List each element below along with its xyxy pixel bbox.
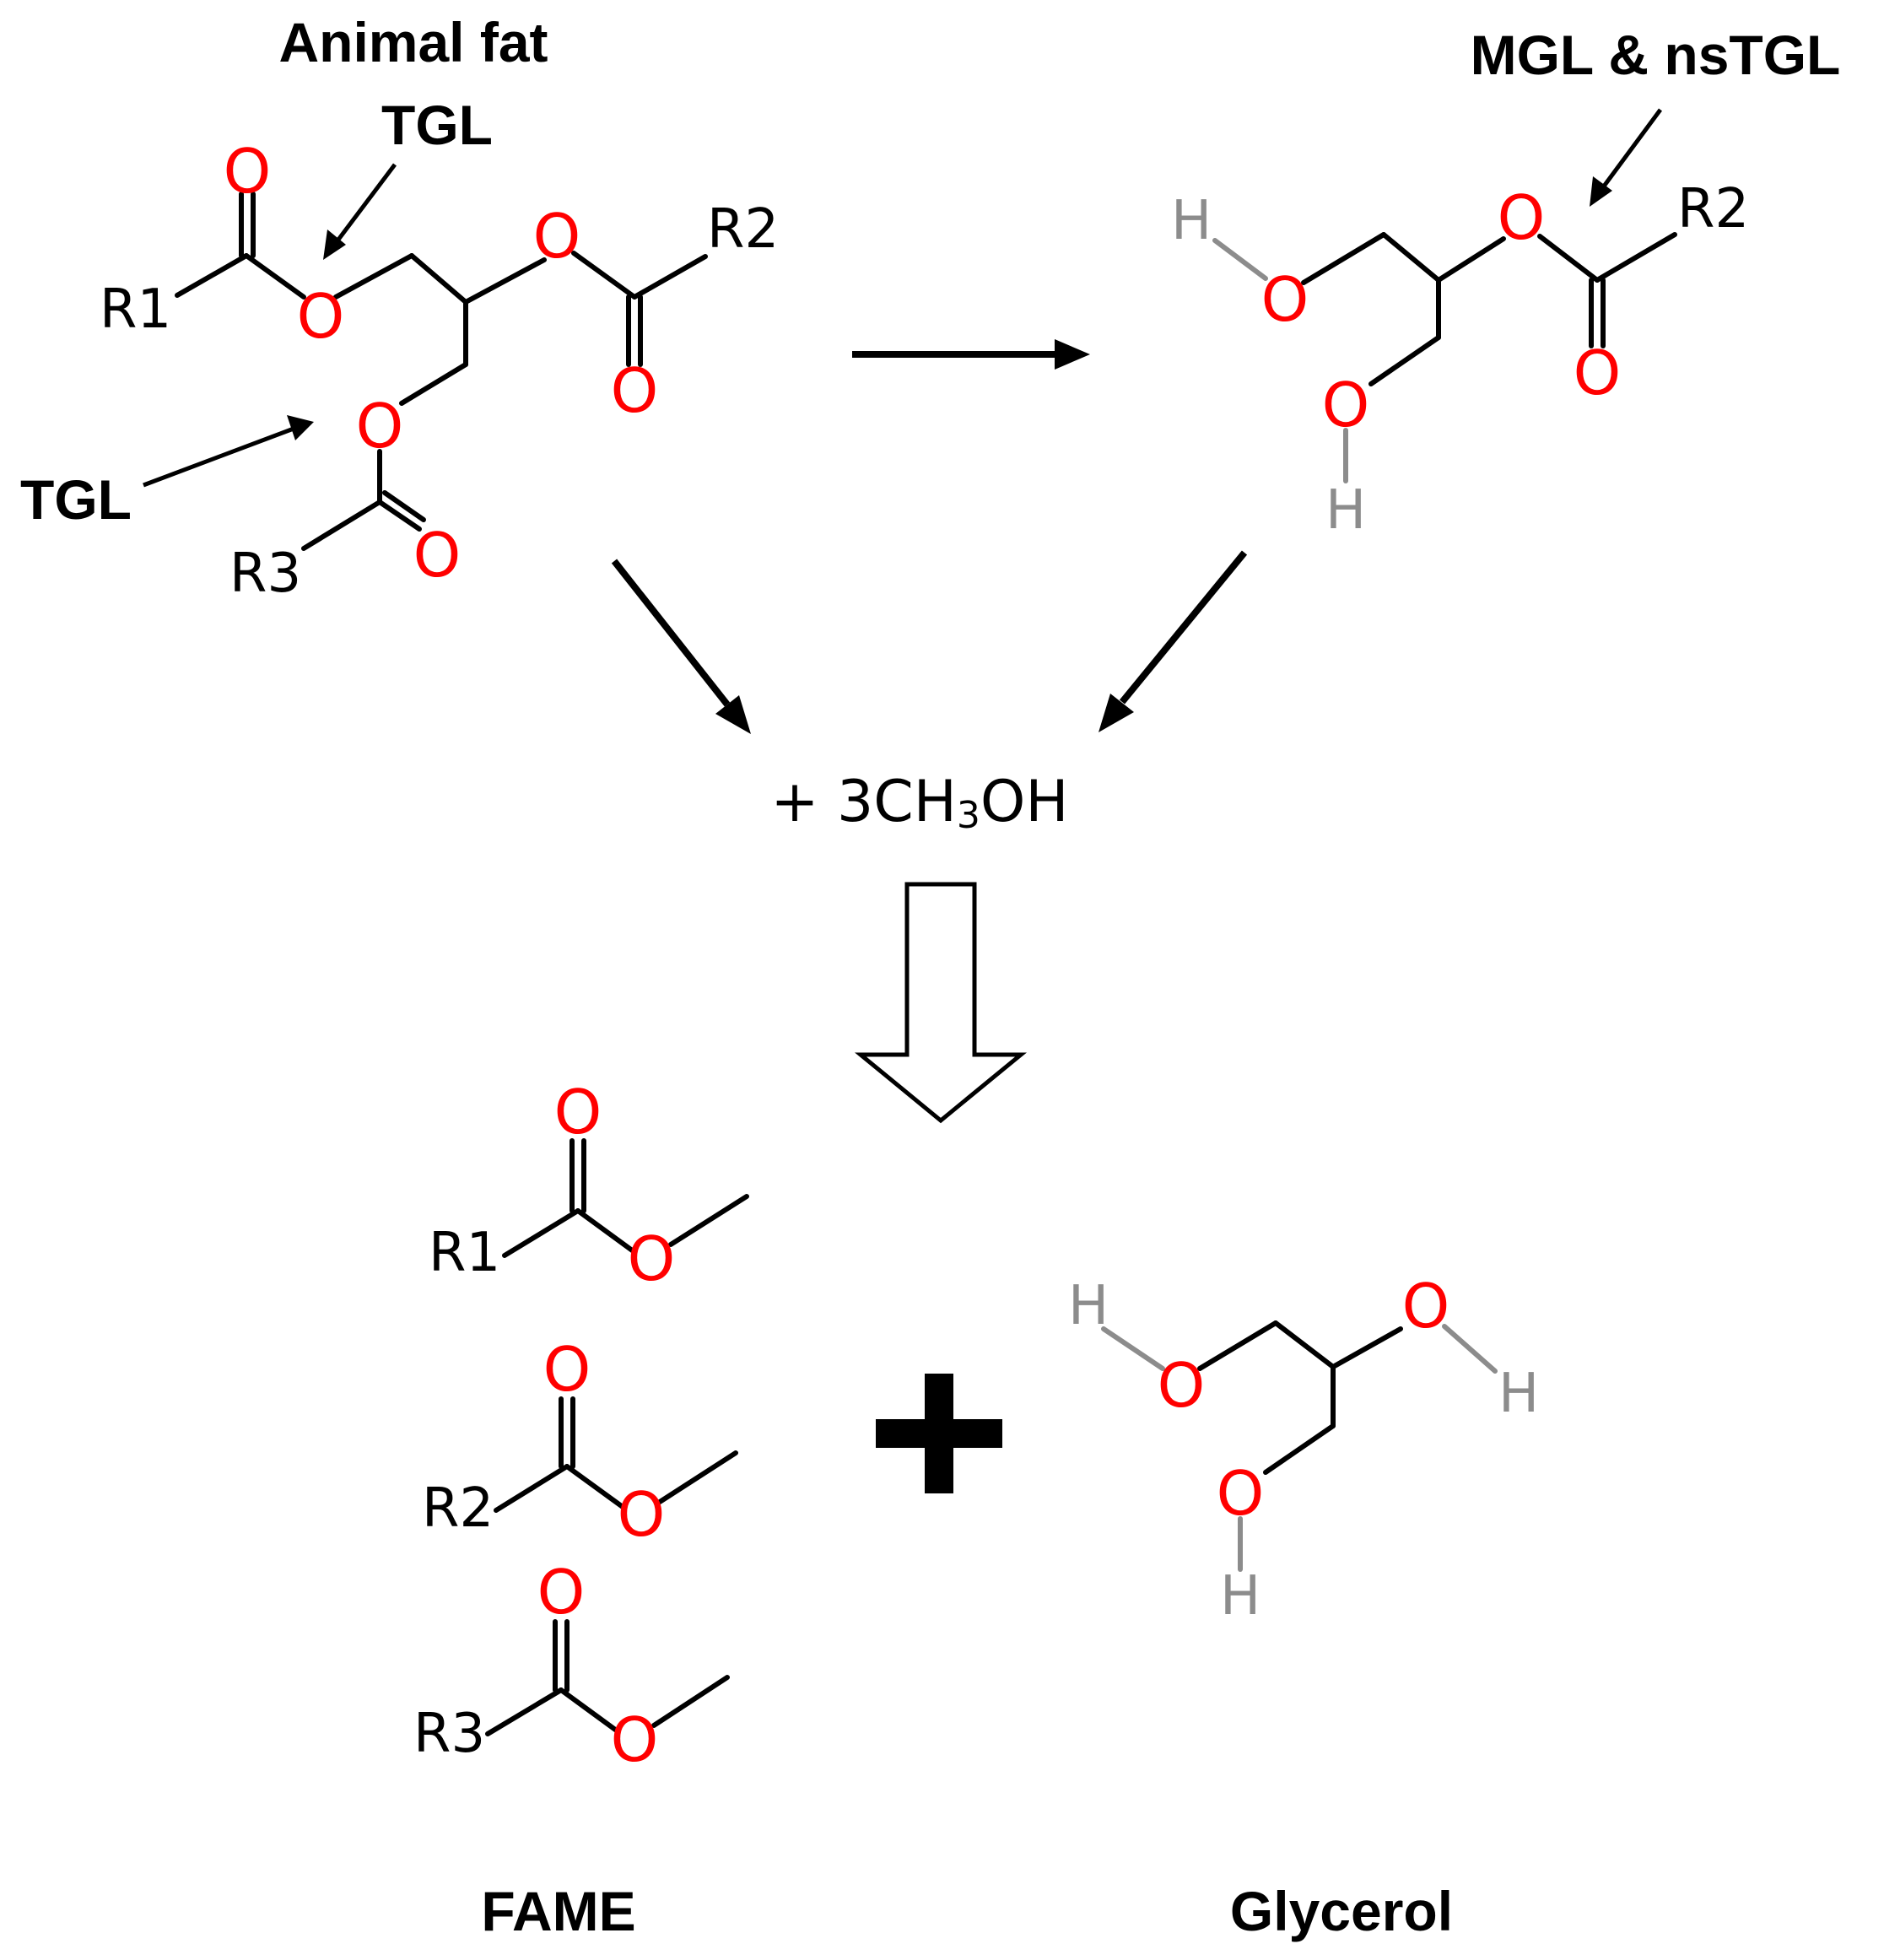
bond bbox=[668, 1194, 749, 1247]
bond bbox=[1273, 1320, 1336, 1369]
tgl-label-top: TGL bbox=[381, 94, 493, 156]
bond bbox=[564, 1464, 625, 1509]
monoglyceride-molecule: H O O O O H R2 bbox=[1171, 178, 1749, 542]
oxygen-atom: O bbox=[1402, 1271, 1450, 1342]
arrowhead bbox=[323, 229, 346, 260]
oxygen-atom: O bbox=[356, 391, 404, 462]
bond bbox=[559, 1687, 620, 1734]
hydrogen-atom: H bbox=[1068, 1275, 1109, 1337]
bond bbox=[1537, 234, 1600, 283]
oxygen-atom: O bbox=[1322, 370, 1370, 440]
fame-molecule-r3: O O R3 bbox=[413, 1557, 730, 1775]
hydrogen-atom: H bbox=[1220, 1565, 1260, 1628]
animal-fat-label: Animal fat bbox=[278, 11, 548, 73]
arrowhead bbox=[1590, 176, 1612, 207]
oxygen-atom: O bbox=[611, 1704, 659, 1775]
bond bbox=[175, 253, 249, 298]
fame-molecule-r2: O O R2 bbox=[422, 1334, 738, 1550]
reaction-arrow-down-right bbox=[1119, 550, 1248, 705]
oxygen-atom: O bbox=[554, 1077, 602, 1147]
oxygen-atom: O bbox=[413, 520, 462, 591]
reaction-arrow-down-left bbox=[611, 559, 731, 707]
r3-group: R3 bbox=[229, 543, 301, 605]
arrowhead bbox=[287, 415, 314, 440]
reagent-suffix: OH bbox=[980, 769, 1069, 835]
mgl-arrow bbox=[1601, 108, 1663, 189]
oxygen-atom: O bbox=[618, 1479, 666, 1550]
tgl-label-left: TGL bbox=[20, 468, 132, 531]
hydrogen-atom: H bbox=[1325, 479, 1366, 542]
bond bbox=[333, 253, 414, 300]
fame-molecule-r1: O O R1 bbox=[429, 1077, 749, 1294]
bond bbox=[377, 499, 422, 532]
r2-group: R2 bbox=[422, 1477, 494, 1540]
oxygen-atom: O bbox=[1158, 1350, 1206, 1421]
oh-bond bbox=[1442, 1324, 1498, 1374]
oxygen-atom: O bbox=[224, 136, 272, 207]
oxygen-atom: O bbox=[1574, 337, 1622, 408]
arrowhead bbox=[1055, 339, 1090, 370]
oh-bond bbox=[1212, 238, 1268, 281]
oxygen-atom: O bbox=[1217, 1458, 1265, 1529]
methanol-reagent: + 3CH3OH bbox=[770, 769, 1068, 837]
bond bbox=[1197, 1320, 1278, 1371]
hydrogen-atom: H bbox=[1171, 190, 1212, 252]
bond bbox=[632, 254, 708, 300]
reagent-prefix: + 3CH bbox=[770, 769, 956, 835]
oxygen-atom: O bbox=[543, 1334, 591, 1405]
r2-group: R2 bbox=[1677, 178, 1749, 240]
arrowhead bbox=[1099, 694, 1134, 732]
down-arrow-icon bbox=[855, 882, 1027, 1124]
hydrogen-atom: H bbox=[1498, 1363, 1539, 1425]
bond bbox=[244, 253, 306, 300]
r2-group: R2 bbox=[707, 198, 779, 261]
oxygen-atom: O bbox=[537, 1557, 586, 1628]
bond bbox=[651, 1675, 730, 1728]
bond bbox=[1368, 335, 1441, 386]
bond bbox=[657, 1450, 738, 1504]
oxygen-atom: O bbox=[297, 281, 345, 352]
oxygen-atom: O bbox=[533, 201, 581, 272]
oh-bond bbox=[1101, 1326, 1165, 1371]
plus-vertical-bar bbox=[925, 1374, 953, 1493]
bond bbox=[382, 490, 426, 522]
reagent-subscript: 3 bbox=[957, 794, 980, 837]
r1-group: R1 bbox=[429, 1222, 500, 1284]
r3-group: R3 bbox=[413, 1703, 485, 1765]
bond bbox=[1436, 236, 1506, 283]
glycerol-molecule: H O O H O H bbox=[1068, 1271, 1539, 1628]
arrowhead bbox=[715, 695, 751, 734]
bond bbox=[463, 257, 547, 305]
bond bbox=[399, 362, 468, 406]
tgl-arrow-left bbox=[143, 426, 294, 488]
fame-label: FAME bbox=[481, 1880, 635, 1942]
bond bbox=[1595, 232, 1677, 283]
oxygen-atom: O bbox=[1261, 264, 1309, 335]
plus-icon bbox=[876, 1374, 1002, 1493]
bond bbox=[494, 1464, 570, 1513]
oxygen-atom: O bbox=[1498, 182, 1546, 253]
oxygen-atom: O bbox=[628, 1223, 676, 1294]
bond bbox=[1263, 1423, 1336, 1475]
tgl-arrow-top bbox=[334, 163, 397, 245]
bond bbox=[1301, 232, 1386, 285]
oxygen-atom: O bbox=[611, 355, 659, 426]
bond bbox=[502, 1208, 580, 1258]
bond bbox=[1381, 232, 1441, 283]
bond bbox=[485, 1687, 564, 1736]
bond bbox=[571, 251, 637, 300]
bond bbox=[301, 499, 382, 551]
r1-group: R1 bbox=[100, 278, 171, 341]
glycerol-label: Glycerol bbox=[1230, 1880, 1453, 1942]
bond bbox=[1331, 1326, 1403, 1369]
bond bbox=[409, 253, 468, 305]
mgl-nstgl-label: MGL & nsTGL bbox=[1471, 24, 1841, 86]
triglyceride-molecule: O O O O O O R1 R2 R3 bbox=[100, 136, 779, 605]
bond bbox=[575, 1208, 637, 1255]
